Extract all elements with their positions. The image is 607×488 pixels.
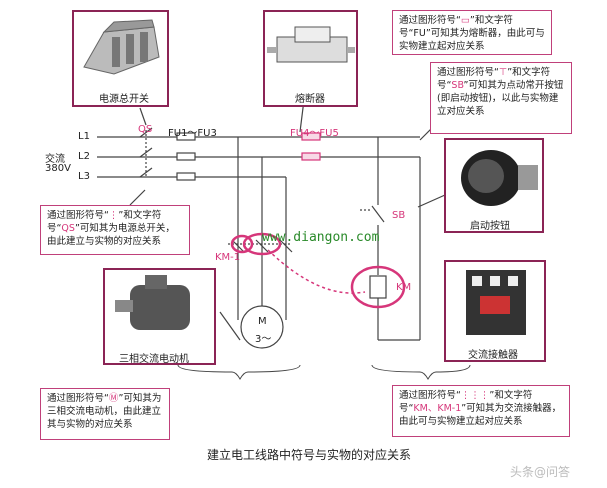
- callout-fuse: 通过图形符号“▭”和文字符号“FU”可知其为熔断器，由此可与实物建立起对应关系: [392, 10, 552, 55]
- fuse-1: [176, 132, 196, 141]
- callout-fuse-post: ”和文字符号“FU”可知其为熔断器，由此可与实物建立起对应关系: [399, 15, 545, 52]
- label-motor-m: M: [258, 316, 267, 327]
- label-l1: L1: [78, 131, 90, 142]
- motor-illustration: [115, 275, 190, 330]
- fuse-4: [301, 132, 321, 141]
- km-coil-highlight: [350, 265, 406, 309]
- label-qs: QS: [138, 124, 153, 135]
- label-l2: L2: [78, 151, 90, 162]
- button-illustration: [461, 150, 538, 206]
- label-fu2: FU4～FU5: [290, 128, 339, 139]
- callout-motor: 通过图形符号“Ⓜ”可知其为三相交流电动机，由此建立其与实物的对应关系: [40, 388, 170, 440]
- motor-symbol: [240, 305, 284, 349]
- fuse-2: [176, 152, 196, 161]
- callout-switch-post: ”可知其为电源总开关，由此建立与实物的对应关系: [47, 223, 175, 247]
- button-symbol-icon: ⊤: [498, 67, 508, 78]
- contactor-symbol-icon: ⋮⋮⋮: [460, 390, 490, 401]
- callout-fuse-pre: 通过图形符号“: [399, 15, 461, 26]
- photo-start-button: 启动按钮: [444, 138, 544, 233]
- switch-symbol-icon: ⋮: [108, 210, 119, 221]
- label-ac: 交流: [45, 154, 65, 165]
- callout-motor-post: ”可知其为三相交流电动机，由此建立其与实物的对应关系: [47, 393, 162, 430]
- photo-motor: 三相交流电动机: [103, 268, 216, 365]
- label-km: KM: [396, 282, 412, 293]
- fuse-3: [176, 172, 196, 181]
- callout-motor-pre: 通过图形符号“: [47, 393, 109, 404]
- switch-illustration: [83, 19, 160, 75]
- callout-switch-pre: 通过图形符号“: [47, 210, 109, 221]
- callout-contactor-pre: 通过图形符号“: [399, 390, 461, 401]
- label-voltage: 380V: [45, 163, 71, 174]
- watermark: 头条@问答: [510, 465, 571, 479]
- label-fu1: FU1～FU3: [168, 128, 217, 139]
- fuse-5: [301, 152, 321, 161]
- start-button-label: 启动按钮: [470, 221, 510, 232]
- label-motor-3: 3～: [255, 334, 272, 345]
- km1-highlight: [242, 232, 282, 256]
- callout-button-mid: ”和文字符号“: [437, 67, 551, 91]
- main-switch-label: 电源总开关: [99, 94, 149, 105]
- site-url: www.diangon.com: [262, 230, 380, 245]
- motor-label: 三相交流电动机: [119, 354, 189, 365]
- fuse-symbol-icon: ▭: [460, 15, 470, 26]
- km-coil: [369, 275, 387, 299]
- callout-button: 通过图形符号“⊤”和文字符号“SB”可知其为点动常开按钮(即启动按钮)，以此与实…: [430, 62, 572, 134]
- callout-button-code: SB: [451, 80, 464, 91]
- callout-contactor-post: ”可知其为交流接触器，由此可与实物建立起对应关系: [399, 403, 562, 427]
- callout-contactor-mid: ”和文字符号“: [399, 390, 533, 414]
- figure-caption: 建立电工线路中符号与实物的对应关系: [207, 448, 412, 462]
- callout-button-pre: 通过图形符号“: [437, 67, 499, 78]
- fuse-illustration: [267, 26, 355, 63]
- label-km1: KM-1: [215, 252, 241, 263]
- callout-switch-mid: ”和文字符号“: [47, 210, 162, 234]
- contactor-illustration: [466, 270, 526, 335]
- fuse-label: 熔断器: [295, 94, 325, 105]
- label-sb: SB: [392, 210, 406, 221]
- photo-fuse: 熔断器: [263, 10, 358, 107]
- callout-button-post: ”可知其为点动常开按钮(即启动按钮)，以此与实物建立对应关系: [437, 80, 564, 117]
- contactor-label: 交流接触器: [468, 350, 518, 361]
- callout-switch: 通过图形符号“⋮”和文字符号“QS”可知其为电源总开关，由此建立与实物的对应关系: [40, 205, 190, 255]
- photo-contactor: 交流接触器: [444, 260, 546, 362]
- callout-contactor: 通过图形符号“⋮⋮⋮”和文字符号“KM、KM-1”可知其为交流接触器，由此可与实…: [392, 385, 570, 437]
- callout-contactor-code: KM、KM-1: [413, 403, 462, 414]
- linkage-arrow: [267, 249, 366, 294]
- callout-switch-code: QS: [61, 223, 75, 234]
- photo-main-switch: 电源总开关: [72, 10, 169, 107]
- label-l3: L3: [78, 171, 90, 182]
- motor-symbol-icon: Ⓜ: [108, 393, 119, 404]
